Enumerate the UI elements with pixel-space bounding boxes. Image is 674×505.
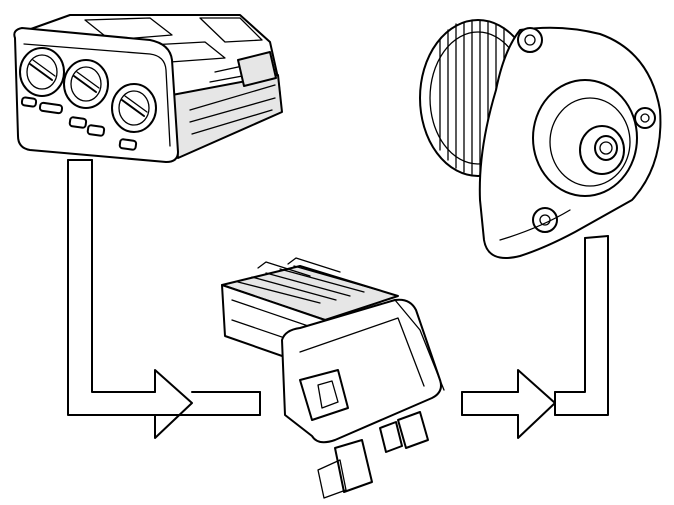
climate-control-panel-icon [13,14,283,163]
knob-left [19,47,65,97]
blower-fan-motor-icon [419,19,662,259]
arrow-panel-to-resistor [67,159,261,439]
knob-middle [63,59,109,109]
fan-resistor-module-icon [221,257,445,499]
arrow-motor-to-resistor [461,235,609,439]
knob-right [111,83,157,133]
